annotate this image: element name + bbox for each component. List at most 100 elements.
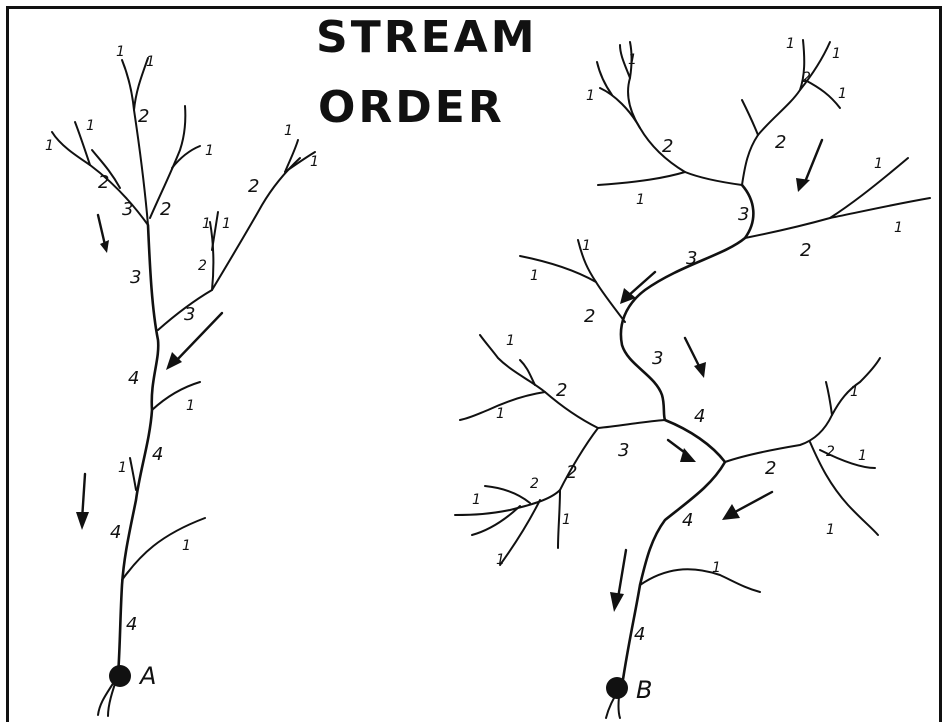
network-b-north-left-sub-1 [599, 87, 641, 129]
network-b-north-right-sub-3 [741, 99, 759, 136]
stream-order-label: 4 [634, 624, 645, 645]
network-a-top-headwater [121, 59, 149, 226]
stream-order-label: 3 [184, 304, 195, 325]
stream-order-label: 3 [130, 267, 141, 288]
stream-order-label: 2 [765, 458, 776, 479]
network-b-southeast-sub-3 [819, 449, 876, 469]
network-a-right-fork-2 [284, 151, 316, 173]
stream-order-label: 1 [146, 54, 155, 70]
stream-order-label: 1 [850, 384, 859, 400]
network-a-right-fork-1 [284, 139, 299, 173]
network-a-trib-2 [129, 457, 137, 491]
stream-order-label: 1 [530, 268, 539, 284]
stream-network-a: A 1 1 2 1 1 1 2 3 2 1 1 2 1 1 2 3 3 4 1 … [45, 44, 319, 717]
stream-order-label: 2 [556, 380, 567, 401]
network-a-right-upper-sub [171, 145, 201, 169]
stream-order-label: 2 [566, 462, 577, 483]
stream-order-label: 4 [152, 444, 163, 465]
stream-order-label: 1 [582, 238, 591, 254]
stream-order-label: 2 [775, 132, 786, 153]
network-a-left-sub-1 [74, 121, 91, 166]
stream-network-b: B 1 1 2 1 1 2 1 2 1 3 1 1 2 1 1 3 2 3 1 … [454, 36, 931, 719]
network-a-right-upper-tributary [149, 105, 187, 219]
network-b-southeast-tributary [724, 357, 881, 463]
network-b-lower-left-tributary [454, 427, 599, 516]
stream-order-label: 1 [45, 138, 54, 154]
stream-order-label: 1 [586, 88, 595, 104]
network-b-north-left-sub-2 [619, 44, 631, 79]
network-b-lower-trib [639, 568, 761, 593]
stream-order-label: 2 [662, 136, 673, 157]
network-b-flow-arrow-5 [722, 490, 774, 520]
stream-order-label: 2 [98, 172, 109, 193]
network-a-main-channel [116, 223, 160, 677]
stream-order-label: 2 [800, 240, 811, 261]
stream-order-label: 1 [712, 560, 721, 576]
outlet-b-label: B [636, 676, 652, 704]
stream-order-label: 4 [110, 522, 121, 543]
stream-order-label: 1 [894, 220, 903, 236]
stream-order-label: 1 [874, 156, 883, 172]
stream-order-label: 1 [118, 460, 127, 476]
stream-order-label: 2 [826, 444, 835, 460]
network-b-flow-arrow-1 [796, 138, 824, 192]
title-line-2-text: ORDER [318, 82, 505, 133]
stream-order-label: 4 [126, 614, 137, 635]
stream-order-label: 4 [128, 368, 139, 389]
network-b-flow-arrow-6 [610, 548, 628, 612]
stream-order-label: 1 [786, 36, 795, 52]
stream-order-label: 3 [618, 440, 629, 461]
network-b-north-left-sub-3 [596, 61, 613, 96]
stream-order-label: 1 [826, 522, 835, 538]
network-b-main-channel [619, 183, 755, 688]
network-b-lower-left-sub-4 [484, 485, 531, 504]
stream-order-label: 1 [86, 118, 95, 134]
stream-order-label: 2 [160, 199, 171, 220]
stream-order-label: 1 [205, 143, 214, 159]
title-line-1-text: STREAM [316, 12, 538, 63]
network-b-north-right-branch [741, 39, 806, 186]
stream-order-label: 1 [832, 46, 841, 62]
stream-order-label: 2 [248, 176, 259, 197]
diagram-frame [6, 6, 942, 722]
network-a-flow-arrow-2 [166, 311, 224, 370]
stream-order-label: 1 [472, 492, 481, 508]
network-a-left-sub-2 [91, 149, 121, 189]
network-a-trib-1 [151, 381, 201, 411]
network-a-flow-arrow-3 [76, 472, 89, 530]
network-b-east-tributary [744, 157, 909, 239]
stream-order-label: 3 [738, 204, 749, 225]
stream-order-label: 4 [682, 510, 693, 531]
stream-order-label: 2 [584, 306, 595, 327]
title-line-2: ORDER [318, 86, 505, 130]
stream-order-label: 1 [636, 192, 645, 208]
stream-order-label: 1 [562, 512, 571, 528]
network-b-north-west-arm [597, 171, 686, 186]
network-b-southeast-sub-1 [825, 381, 833, 416]
network-b-west-sub [519, 255, 597, 283]
stream-order-label: 1 [202, 216, 211, 232]
stream-order-label: 2 [802, 70, 811, 86]
network-b-lower-left-sub-2 [499, 499, 541, 566]
stream-order-label: 1 [116, 44, 125, 60]
stream-order-label: 1 [858, 448, 867, 464]
stream-order-label: 1 [284, 123, 293, 139]
network-b-north-right-sub-1 [799, 41, 831, 91]
network-b-north-left-branch [627, 41, 743, 186]
stream-order-label: 3 [122, 199, 133, 220]
stream-order-label: 1 [222, 216, 231, 232]
network-b-flow-arrow-4 [666, 438, 696, 462]
network-b-southwest-sub-1 [459, 391, 546, 421]
network-b-flow-arrow-2 [620, 270, 657, 304]
title-line-1: STREAM [316, 16, 537, 60]
network-b-flow-arrow-3 [683, 336, 706, 378]
network-b-east-sub [829, 197, 931, 219]
network-a-top-headwater-branch [133, 57, 149, 111]
stream-order-label: 2 [198, 258, 207, 274]
stream-order-label: 2 [530, 476, 539, 492]
network-b-north-right-sub-2 [804, 79, 841, 109]
stream-order-label: 2 [138, 106, 149, 127]
stream-order-label: 1 [628, 52, 637, 68]
network-b-lower-left-sub-1 [557, 489, 561, 549]
